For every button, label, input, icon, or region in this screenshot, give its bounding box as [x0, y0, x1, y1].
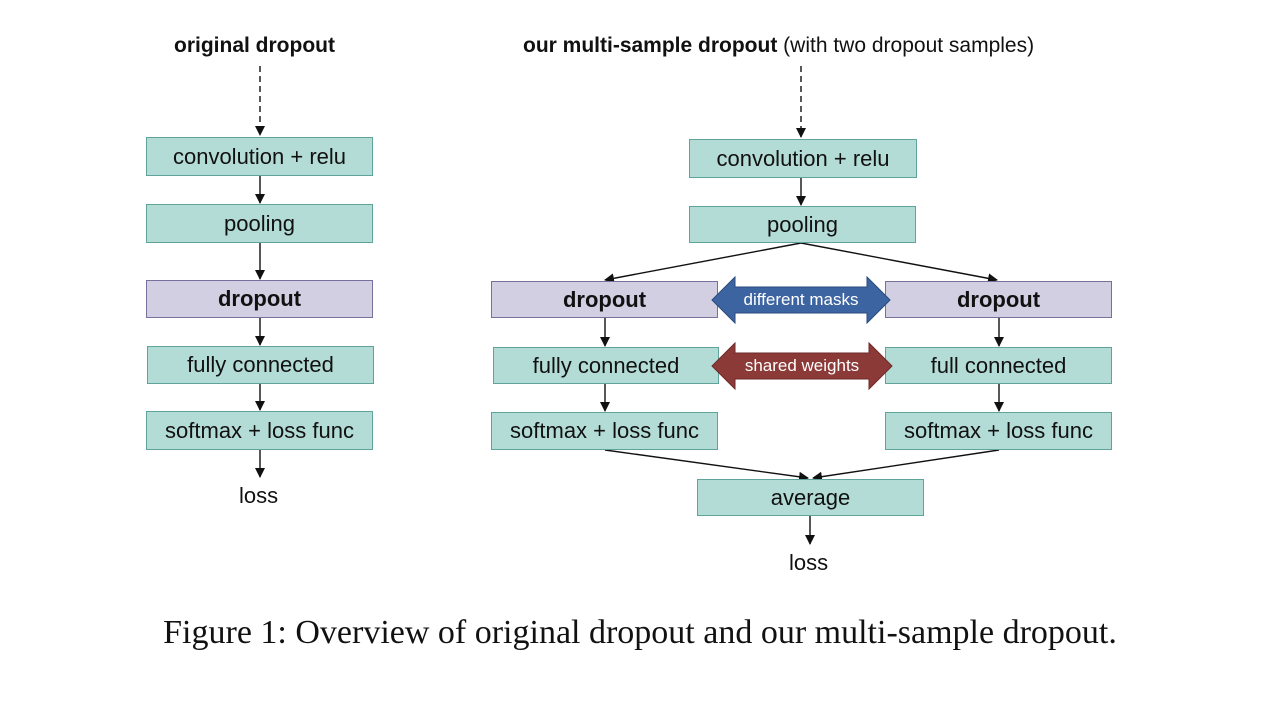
shared-weights-arrow-shape — [711, 341, 893, 391]
left-conv-relu-box: convolution + relu — [146, 137, 373, 176]
right-conv-relu-box: convolution + relu — [689, 139, 917, 178]
right-softmax-b-to-average-arrow — [812, 449, 1000, 482]
right-fully-connected-a-box: fully connected — [493, 347, 719, 384]
left-conv-relu-label: convolution + relu — [172, 143, 347, 169]
shared-weights-double-arrow: shared weights — [711, 341, 893, 391]
right-softmax-loss-b-label: softmax + loss func — [904, 418, 1093, 443]
left-dropout-box: dropout — [146, 280, 373, 318]
left-fully-connected-box: fully connected — [147, 346, 374, 384]
right-fully-connected-b-box: full connected — [885, 347, 1112, 384]
left-loss-label: loss — [239, 483, 279, 508]
left-softmax-loss-box: softmax + loss func — [146, 411, 373, 450]
right-dropout-b-box: dropout — [885, 281, 1112, 318]
left-pooling-label: pooling — [224, 210, 295, 236]
right-fully-connected-a-label: fully connected — [532, 352, 680, 378]
right-softmax-loss-a-box: softmax + loss func — [491, 412, 718, 450]
different-masks-label: different masks — [743, 290, 859, 309]
right-pooling-label: pooling — [767, 211, 838, 237]
right-conv-relu-label: convolution + relu — [716, 145, 890, 171]
left-pooling-box: pooling — [146, 204, 373, 243]
right-loss-label: loss — [789, 550, 829, 575]
right-pool-to-dropout-a-arrow — [604, 242, 802, 284]
different-masks-arrow-shape — [711, 275, 891, 325]
left-dropout-label: dropout — [217, 286, 302, 311]
left-fully-connected-label: fully connected — [187, 352, 334, 377]
figure-caption: Figure 1: Overview of original dropout a… — [163, 614, 1117, 651]
right-dropout-a-label: dropout — [562, 286, 647, 312]
right-dropout-a-box: dropout — [491, 281, 718, 318]
right-pooling-box: pooling — [689, 206, 916, 243]
right-softmax-loss-b-box: softmax + loss func — [885, 412, 1112, 450]
right-dropout-b-label: dropout — [956, 286, 1041, 312]
right-softmax-loss-a-label: softmax + loss func — [510, 418, 699, 443]
right-title-rest: (with two dropout samples) — [783, 34, 1035, 57]
right-fully-connected-b-label: full connected — [930, 352, 1067, 378]
right-average-box: average — [697, 479, 924, 516]
right-pool-to-dropout-b-arrow — [800, 242, 998, 284]
left-title: original dropout — [174, 34, 335, 57]
left-softmax-loss-label: softmax + loss func — [165, 417, 354, 443]
right-title: our multi-sample dropout (with two dropo… — [523, 34, 1034, 58]
right-title-bold: our multi-sample dropout — [523, 34, 778, 57]
shared-weights-label: shared weights — [744, 356, 860, 375]
different-masks-double-arrow: different masks — [711, 275, 891, 325]
right-average-label: average — [770, 484, 851, 510]
right-softmax-a-to-average-arrow — [604, 449, 809, 482]
